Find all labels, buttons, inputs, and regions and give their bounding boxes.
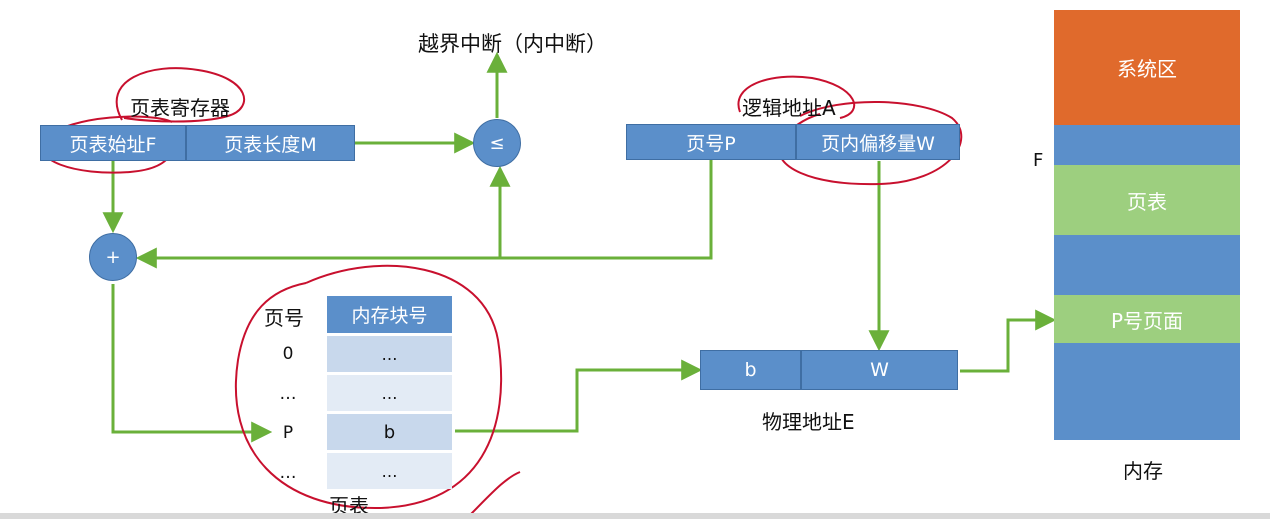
- page-table-col-page: 页号: [264, 306, 304, 330]
- physical-address-caption: 物理地址E: [762, 410, 855, 434]
- overflow-interrupt-label: 越界中断（内中断）: [418, 32, 607, 56]
- comparator-circle: ≤: [473, 119, 521, 167]
- memory-caption: 内存: [1123, 459, 1163, 483]
- arrow-page-to-adder: [135, 160, 713, 269]
- memory-system-area: 系统区: [1054, 10, 1240, 125]
- memory-page-table: 页表: [1054, 165, 1240, 235]
- adder-circle: +: [89, 233, 137, 281]
- page-table-row-page: P: [282, 423, 294, 443]
- page-table-start-cell: 页表始址F: [40, 125, 186, 161]
- page-table-row-page: …: [279, 384, 297, 404]
- physical-block-cell: b: [700, 350, 801, 390]
- page-table-row-block: …: [327, 375, 452, 411]
- physical-offset-cell: W: [801, 350, 958, 390]
- page-table-length-cell: 页表长度M: [186, 125, 355, 161]
- arrow-physical-to-memory: [960, 309, 1057, 373]
- arrow-adder-to-entry: [111, 284, 273, 443]
- page-table-row-page: …: [279, 463, 297, 483]
- page-table-register-title: 页表寄存器: [130, 96, 230, 120]
- page-table-row-block: …: [327, 336, 452, 372]
- memory-block: [1054, 235, 1240, 295]
- logical-offset-cell: 页内偏移量W: [796, 124, 960, 160]
- arrow-entry-to-physical: [455, 359, 703, 433]
- memory-block: [1054, 343, 1240, 440]
- logical-address-title: 逻辑地址A: [742, 96, 836, 120]
- page-table-col-block: 内存块号: [327, 296, 452, 333]
- memory-block: [1054, 125, 1240, 165]
- page-table-row-block: …: [327, 453, 452, 489]
- logical-page-cell: 页号P: [626, 124, 796, 160]
- bottom-bar: [0, 513, 1270, 519]
- memory-marker-f: F: [1033, 150, 1044, 171]
- page-table-row-block: b: [327, 414, 452, 450]
- memory-page-p: P号页面: [1054, 295, 1240, 343]
- page-table-row-page: 0: [282, 344, 294, 364]
